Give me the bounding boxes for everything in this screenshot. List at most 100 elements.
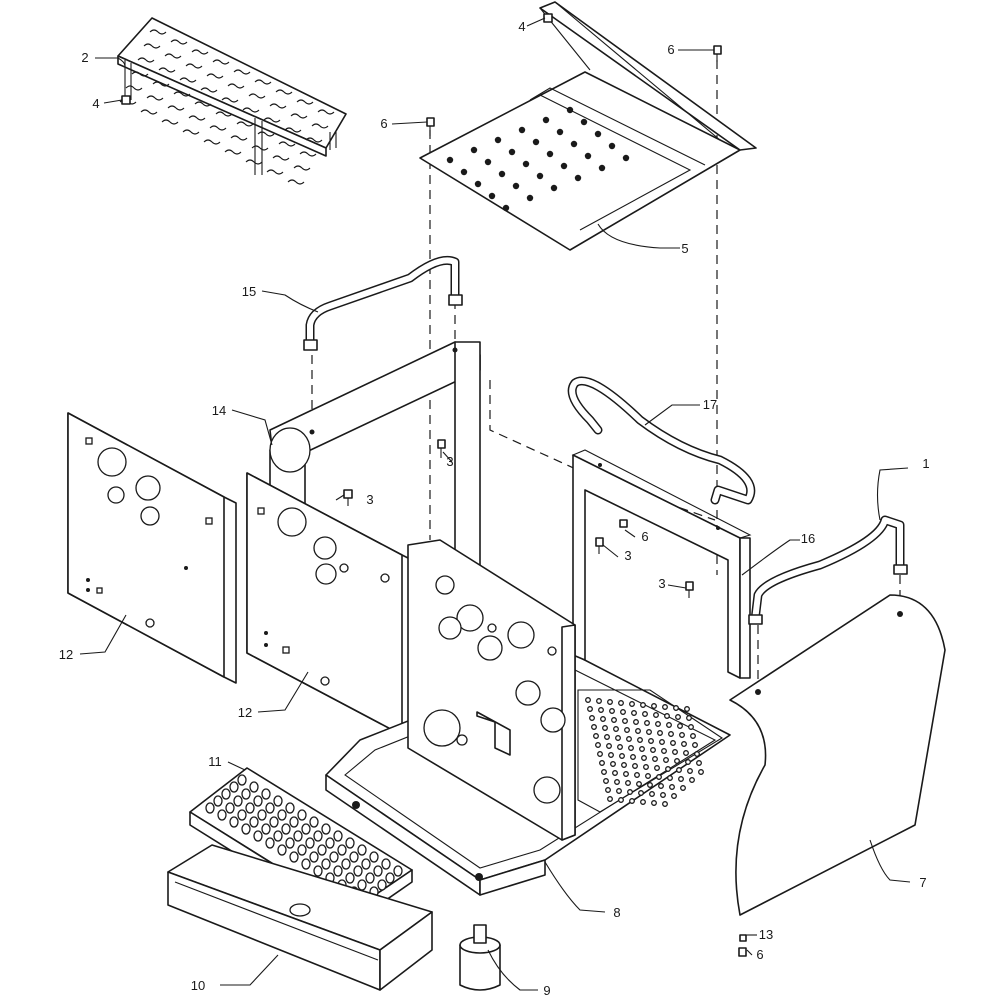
cover-hole — [532, 138, 540, 146]
floor-hole — [685, 759, 691, 765]
part-10-drip-tray — [167, 844, 433, 991]
floor-hole — [593, 733, 599, 739]
grate-slot — [263, 117, 281, 123]
cover-hole — [622, 154, 630, 162]
floor-hole — [591, 724, 597, 730]
floor-hole — [587, 706, 593, 712]
floor-hole — [618, 797, 624, 803]
drip-slot — [385, 872, 395, 884]
drip-slot — [301, 858, 311, 870]
floor-hole — [616, 788, 622, 794]
drip-slot — [277, 809, 287, 821]
floor-hole — [630, 754, 636, 760]
cover-hole — [608, 142, 616, 150]
cover-hole — [580, 118, 588, 126]
part-8-chassis — [325, 449, 752, 896]
floor-hole — [652, 756, 658, 762]
floor-hole — [585, 697, 591, 703]
grate-slot — [269, 103, 287, 109]
part-9-foot — [459, 924, 501, 991]
floor-hole — [681, 741, 687, 747]
drip-slot — [265, 802, 275, 814]
floor-hole — [608, 752, 614, 758]
drip-slot — [373, 865, 383, 877]
grate-slot — [287, 179, 305, 185]
cover-hole — [570, 140, 578, 148]
floor-hole — [595, 742, 601, 748]
drip-slot — [237, 774, 247, 786]
grate-slot — [221, 97, 239, 103]
drip-slot — [309, 851, 319, 863]
drip-slot — [361, 858, 371, 870]
grate-slot — [200, 87, 218, 93]
floor-hole — [688, 724, 694, 730]
floor-hole — [651, 800, 657, 806]
floor-hole — [689, 777, 695, 783]
grate-slot — [254, 79, 272, 85]
part-7-side-panel-right — [729, 594, 946, 916]
cover-hole — [494, 136, 502, 144]
floor-hole — [667, 775, 673, 781]
grate-slot — [284, 127, 302, 133]
floor-hole — [605, 787, 611, 793]
drip-slot — [325, 837, 335, 849]
callout-3-c: 3 — [624, 548, 631, 563]
floor-hole — [687, 768, 693, 774]
grate-slot — [227, 83, 245, 89]
drip-slot — [317, 844, 327, 856]
grate-slot — [275, 89, 293, 95]
grate-slot — [191, 49, 209, 55]
floor-hole — [678, 776, 684, 782]
floor-hole — [635, 728, 641, 734]
drip-slot — [289, 851, 299, 863]
floor-hole — [650, 747, 656, 753]
cover-hole — [518, 126, 526, 134]
drip-slot — [269, 816, 279, 828]
floor-hole — [660, 792, 666, 798]
floor-hole — [676, 767, 682, 773]
grate-slot — [170, 39, 188, 45]
grate-slot — [158, 67, 176, 73]
cover-hole — [574, 174, 582, 182]
cover-hole — [484, 158, 492, 166]
grate-slot — [311, 123, 329, 129]
floor-hole — [696, 760, 702, 766]
drip-slot — [273, 795, 283, 807]
screw-3-a — [437, 439, 446, 458]
floor-hole — [607, 699, 613, 705]
grate-slot — [173, 91, 191, 97]
screw-3-d — [685, 581, 694, 598]
cover-hole — [508, 148, 516, 156]
callout-labels: 1 2 3 3 3 3 4 4 5 6 6 6 6 7 8 9 10 11 12… — [59, 19, 930, 998]
screw-6-d — [738, 947, 747, 957]
drip-slot — [281, 823, 291, 835]
drip-slot — [365, 872, 375, 884]
drip-slot — [241, 823, 251, 835]
floor-hole — [663, 757, 669, 763]
cover-hole — [498, 170, 506, 178]
floor-hole — [648, 738, 654, 744]
drip-slot — [265, 837, 275, 849]
floor-hole — [675, 714, 681, 720]
floor-hole — [694, 751, 700, 757]
drip-slot — [357, 844, 367, 856]
floor-hole — [653, 712, 659, 718]
floor-hole — [671, 793, 677, 799]
part-2-cup-grate — [117, 17, 347, 185]
floor-hole — [611, 717, 617, 723]
callout-5: 5 — [681, 241, 688, 256]
floor-hole — [603, 778, 609, 784]
floor-hole — [692, 742, 698, 748]
floor-hole — [637, 737, 643, 743]
cover-hole — [566, 106, 574, 114]
screw-3-c — [595, 537, 604, 554]
drip-slot — [229, 816, 239, 828]
callout-8: 8 — [613, 905, 620, 920]
screw-3-b — [343, 489, 353, 506]
floor-hole — [649, 791, 655, 797]
floor-hole — [645, 773, 651, 779]
drip-slot — [369, 851, 379, 863]
drip-slot — [333, 830, 343, 842]
drip-slot — [293, 830, 303, 842]
floor-hole — [670, 740, 676, 746]
